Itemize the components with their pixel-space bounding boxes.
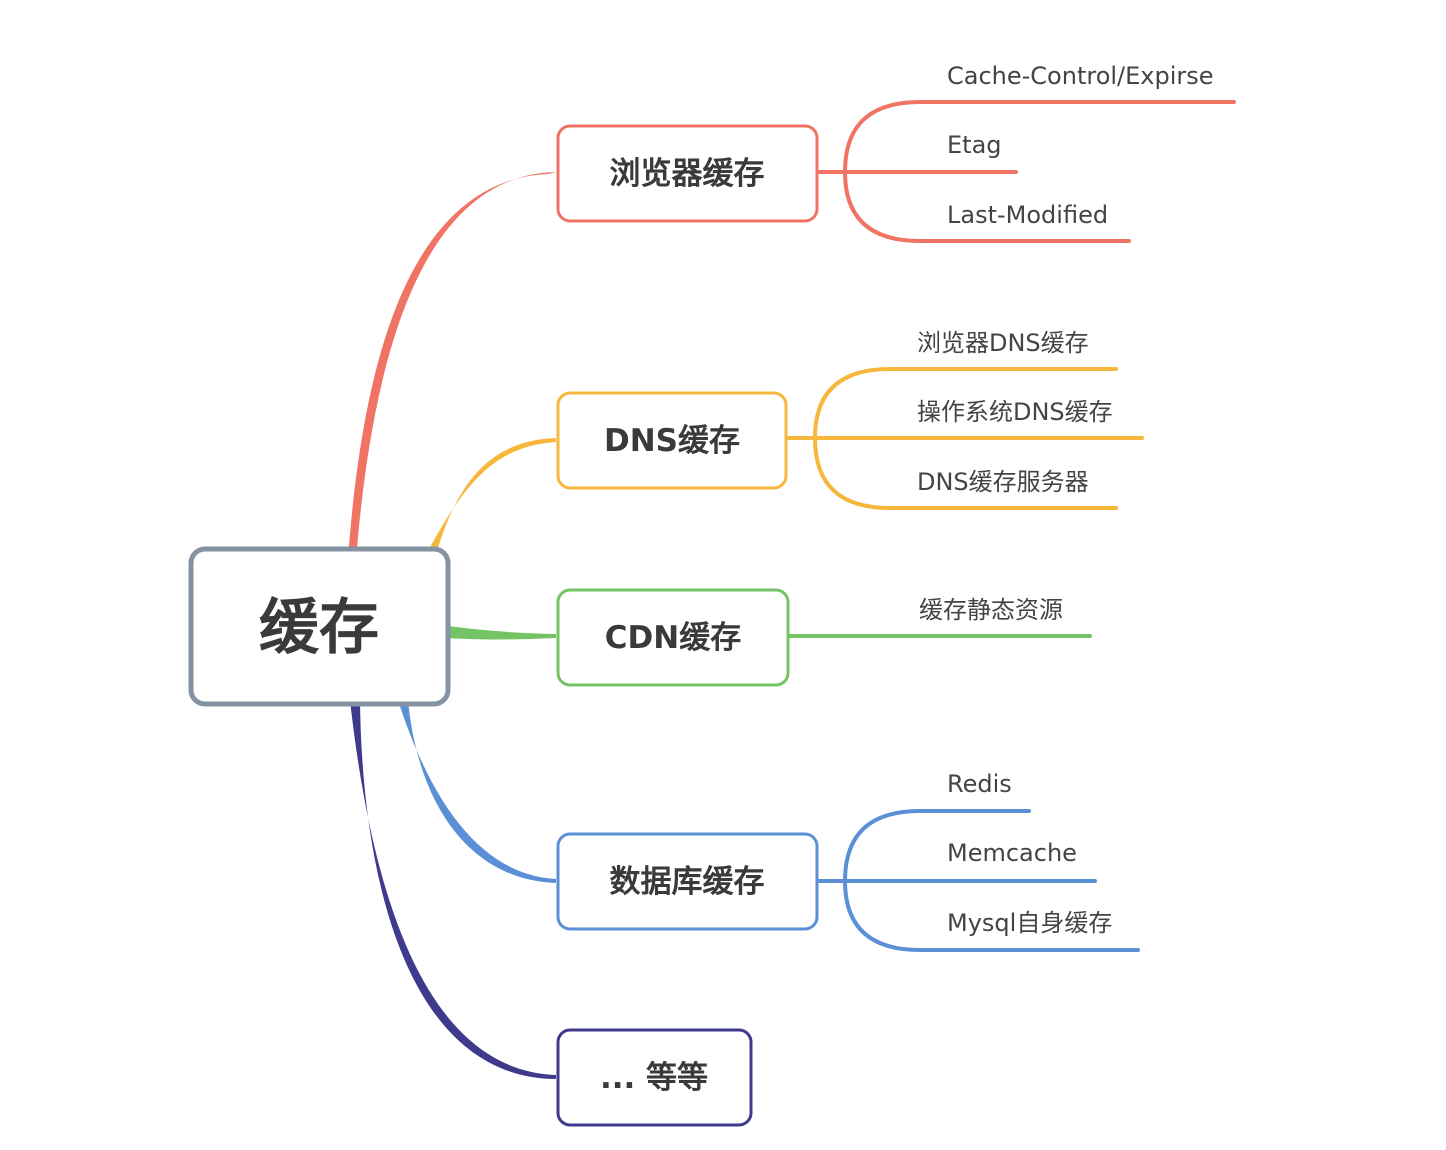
branch-label-browser-cache: 浏览器缓存 (610, 156, 765, 192)
branch-node-browser-cache[interactable]: 浏览器缓存 (556, 124, 819, 223)
branch-label-etc: ... 等等 (600, 1060, 708, 1096)
branch-node-dns-cache[interactable]: DNS缓存 (556, 391, 788, 490)
branch-node-cdn-cache[interactable]: CDN缓存 (556, 588, 790, 687)
leaf-redis[interactable]: Redis (947, 770, 1012, 798)
connector-root-etc (350, 700, 556, 1079)
leaf-connectors-database (816, 809, 1140, 952)
connector-root-cdn (448, 626, 556, 640)
branch-node-database-cache[interactable]: 数据库缓存 (556, 832, 819, 931)
root-label: 缓存 (259, 593, 379, 663)
leaf-browser-dns-cache[interactable]: 浏览器DNS缓存 (917, 329, 1089, 357)
connector-root-browser (348, 172, 556, 560)
leaf-connectors-dns (785, 367, 1144, 510)
root-node[interactable]: 缓存 (188, 546, 451, 707)
leaf-etag[interactable]: Etag (947, 131, 1002, 159)
connector-root-dns (426, 438, 556, 555)
leaf-last-modified[interactable]: Last-Modified (947, 201, 1108, 229)
leaf-memcache[interactable]: Memcache (947, 839, 1077, 867)
leaf-os-dns-cache[interactable]: 操作系统DNS缓存 (917, 398, 1113, 426)
branch-label-database-cache: 数据库缓存 (610, 864, 765, 900)
branch-node-etc[interactable]: ... 等等 (556, 1028, 753, 1127)
branch-label-cdn-cache: CDN缓存 (605, 620, 741, 656)
leaf-dns-cache-server[interactable]: DNS缓存服务器 (917, 468, 1089, 496)
leaf-mysql-cache[interactable]: Mysql自身缓存 (947, 909, 1112, 937)
branch-label-dns-cache: DNS缓存 (604, 423, 740, 459)
leaf-cache-control[interactable]: Cache-Control/Expirse (947, 62, 1214, 90)
leaf-static-resources[interactable]: 缓存静态资源 (919, 596, 1063, 624)
connector-root-database (398, 700, 556, 883)
leaf-connectors-browser (816, 100, 1236, 243)
